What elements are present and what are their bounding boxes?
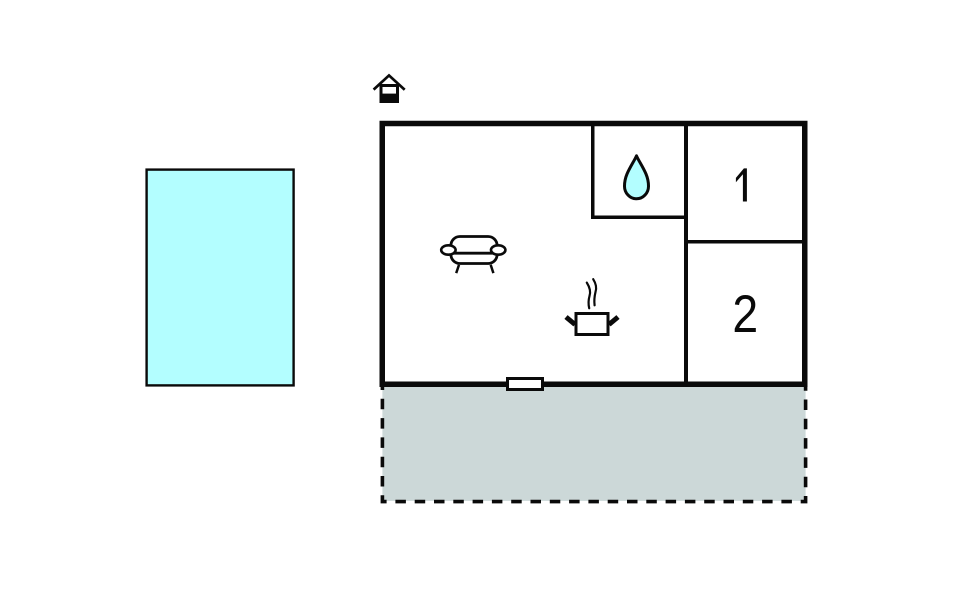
svg-text:2: 2: [732, 284, 758, 344]
